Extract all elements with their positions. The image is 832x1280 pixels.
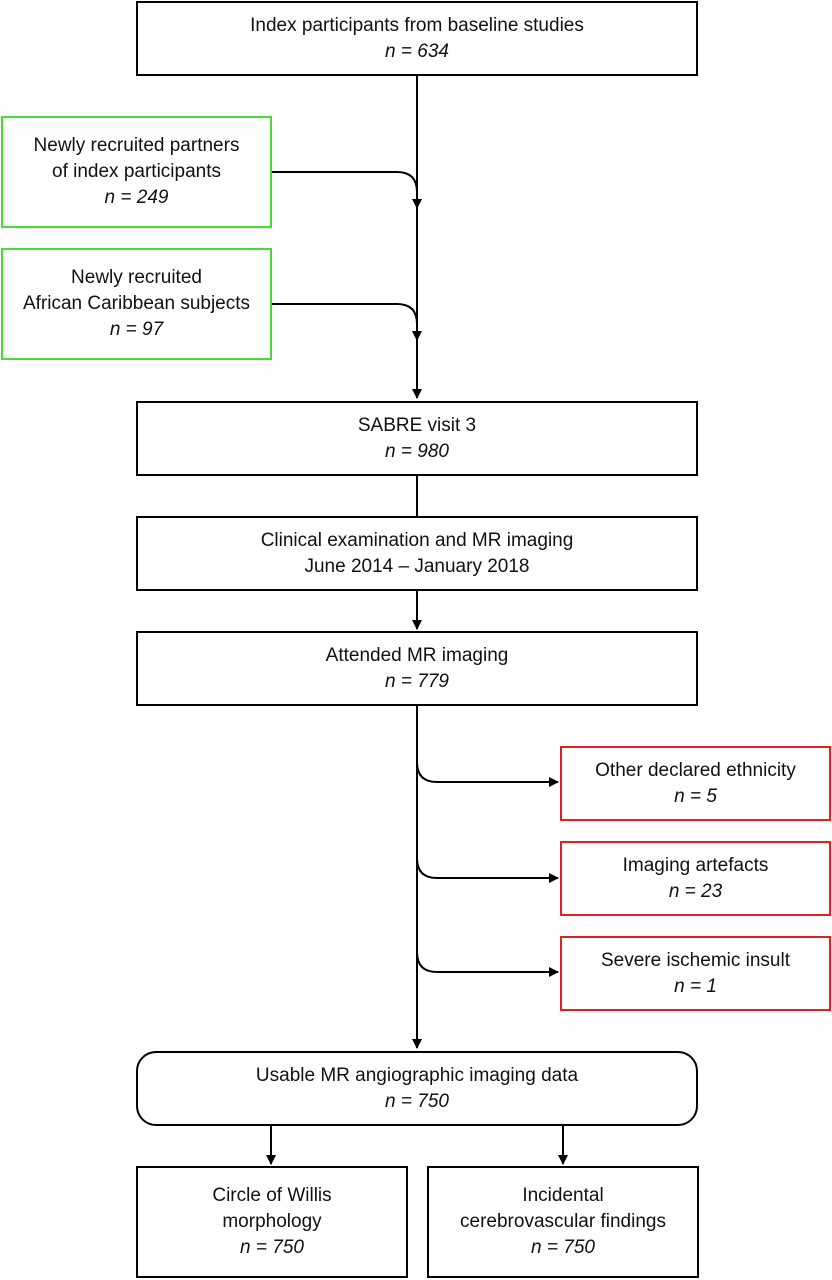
arrow-to-ischemic [416,951,559,977]
ischemic-insult-box: Severe ischemic insult n = 1 [560,936,831,1011]
partners-box: Newly recruited partners of index partic… [1,116,272,228]
artefacts-count: n = 23 [668,880,723,902]
arrow-african-merge [272,303,422,341]
clinical-exam-box: Clinical examination and MR imaging June… [136,516,698,591]
attended-title: Attended MR imaging [325,644,509,666]
arrow-partners-merge [272,171,422,209]
usable-count: n = 750 [385,1090,449,1112]
attended-count: n = 779 [385,670,449,692]
incidental-findings-box: Incidental cerebrovascular findings n = … [427,1166,699,1278]
usable-data-box: Usable MR angiographic imaging data n = … [136,1051,698,1126]
african-count: n = 97 [109,319,164,340]
attended-mr-box: Attended MR imaging n = 779 [136,631,698,706]
ischemic-title: Severe ischemic insult [600,949,791,971]
circle-of-willis-box: Circle of Willis morphology n = 750 [136,1166,408,1278]
willis-title-line-1: Circle of Willis [212,1185,332,1206]
arrow-to-other-ethnicity [416,761,559,787]
imaging-artefacts-box: Imaging artefacts n = 23 [560,841,831,916]
clinical-dates: June 2014 – January 2018 [304,555,530,577]
index-participants-box: Index participants from baseline studies… [136,1,698,76]
ischemic-count: n = 1 [674,975,717,997]
willis-count: n = 750 [240,1237,304,1258]
index-title: Index participants from baseline studies [250,14,584,36]
usable-title: Usable MR angiographic imaging data [255,1064,579,1086]
sabre-title: SABRE visit 3 [357,414,477,436]
index-count: n = 634 [385,40,449,62]
other-ethnicity-count: n = 5 [674,785,717,807]
incidental-count: n = 750 [531,1237,595,1258]
sabre-visit-box: SABRE visit 3 n = 980 [136,401,698,476]
african-title-line-2: African Caribbean subjects [22,293,251,314]
other-ethnicity-title: Other declared ethnicity [595,759,796,781]
artefacts-title: Imaging artefacts [622,854,769,876]
arrow-to-artefacts [416,857,559,883]
willis-title-line-2: morphology [222,1211,322,1232]
other-ethnicity-box: Other declared ethnicity n = 5 [560,746,831,821]
incidental-title-line-2: cerebrovascular findings [460,1211,666,1232]
partners-count: n = 249 [104,187,169,208]
clinical-title: Clinical examination and MR imaging [260,529,574,551]
partners-title-line-1: Newly recruited partners [33,135,240,156]
african-caribbean-box: Newly recruited African Caribbean subjec… [1,248,272,360]
partners-title-line-2: of index participants [52,161,221,182]
incidental-title-line-1: Incidental [522,1185,604,1206]
african-title-line-1: Newly recruited [71,267,202,288]
sabre-count: n = 980 [385,440,449,462]
